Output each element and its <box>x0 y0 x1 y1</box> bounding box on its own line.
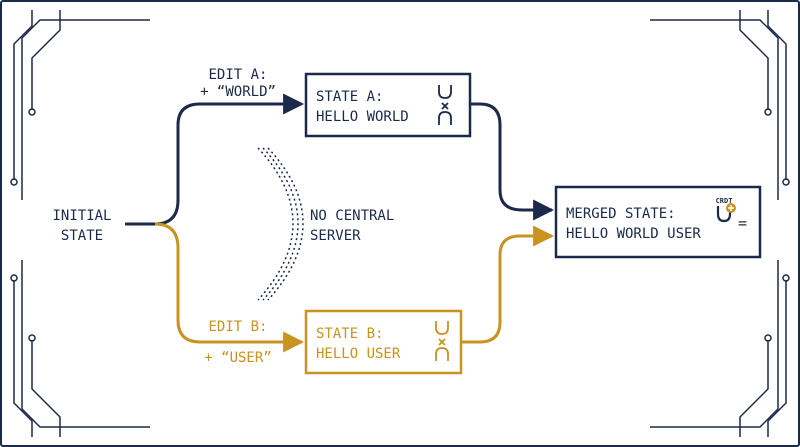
no-server-label-line2: SERVER <box>310 228 361 244</box>
state-a-label-line1: STATE A: <box>316 89 383 105</box>
edit-a-label-line2: + “WORLD” <box>200 84 276 100</box>
edit-b-label-line1: EDIT B: <box>208 319 267 335</box>
edit-a-arrow <box>125 93 305 226</box>
no-server-label-line1: NO CENTRAL <box>310 208 394 224</box>
edit-b-arrow <box>154 222 305 353</box>
state-a-label-line2: HELLO WORLD <box>316 109 409 125</box>
crdt-badge: CRDT <box>716 197 733 205</box>
state-b-label-line1: STATE B: <box>316 326 383 342</box>
set-union-icon <box>438 85 452 125</box>
state-b-box: STATE B: HELLO USER <box>304 309 463 375</box>
edit-b-label-line2: + “USER” <box>204 350 271 366</box>
state-a-box: STATE A: HELLO WORLD <box>304 72 472 138</box>
state-b-label-line2: HELLO USER <box>316 346 401 362</box>
merged-state-label-line2: HELLO WORLD USER <box>566 226 701 242</box>
state-a-to-merged-arrow <box>470 102 555 221</box>
edit-a-label-line1: EDIT A: <box>208 67 267 83</box>
initial-state-label-line1: INITIAL <box>52 208 111 224</box>
set-union-icon <box>435 321 449 361</box>
merged-state-label-line1: MERGED STATE: <box>566 206 676 222</box>
crdt-merge-icon <box>716 203 736 223</box>
state-b-to-merged-arrow <box>461 225 555 344</box>
no-server-divider <box>257 147 304 301</box>
merged-state-box: MERGED STATE: HELLO WORLD USER CRDT = <box>554 185 762 259</box>
merged-equals-sign: = <box>738 214 747 232</box>
initial-state-label-line2: STATE <box>61 228 103 244</box>
